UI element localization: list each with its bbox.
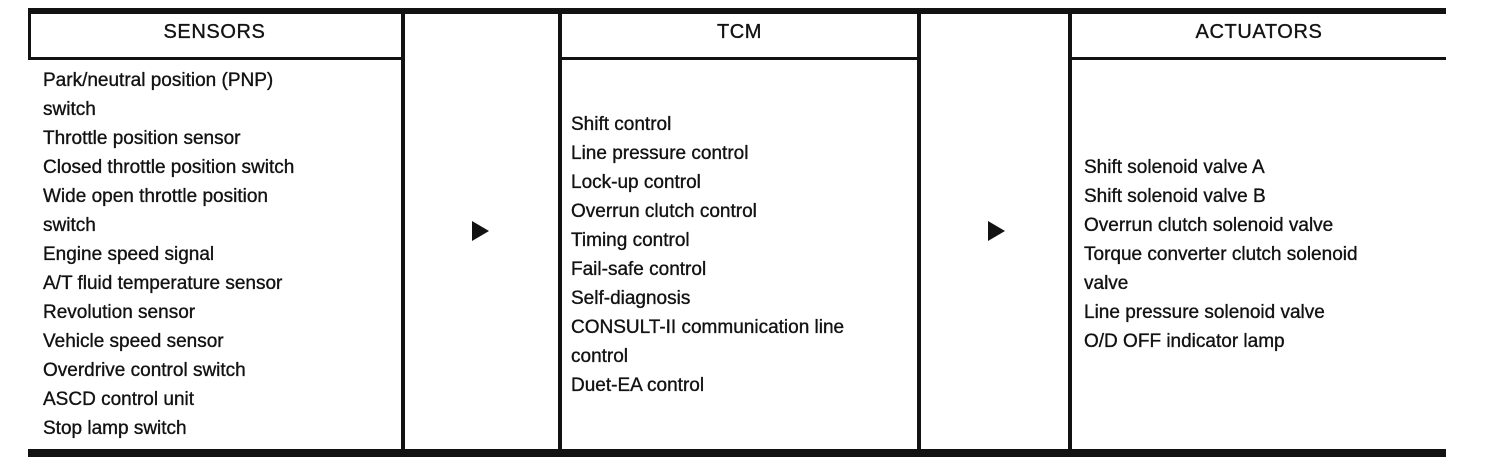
top-border [28, 8, 1446, 14]
sensors-column: SENSORS Park/neutral position (PNP) swit… [28, 8, 405, 457]
actuators-content: Shift solenoid valve A Shift solenoid va… [1072, 60, 1446, 449]
sensors-list: Park/neutral position (PNP) switch Throt… [43, 70, 295, 439]
actuators-list: Shift solenoid valve A Shift solenoid va… [1084, 157, 1358, 352]
tcm-header: TCM [562, 8, 917, 60]
right-arrow-icon [988, 221, 1005, 241]
bottom-border [28, 449, 1446, 457]
sensors-header-left-border [28, 8, 31, 60]
sensors-content: Park/neutral position (PNP) switch Throt… [28, 60, 401, 449]
right-arrow-icon [472, 221, 489, 241]
tcm-list: Shift control Line pressure control Lock… [571, 113, 845, 396]
tcm-column: TCM Shift control Line pressure control … [558, 8, 921, 457]
sensors-header: SENSORS [28, 8, 401, 60]
actuators-header: ACTUATORS [1072, 8, 1446, 60]
tcm-content: Shift control Line pressure control Lock… [562, 60, 917, 449]
actuators-column: ACTUATORS Shift solenoid valve A Shift s… [1068, 8, 1446, 457]
